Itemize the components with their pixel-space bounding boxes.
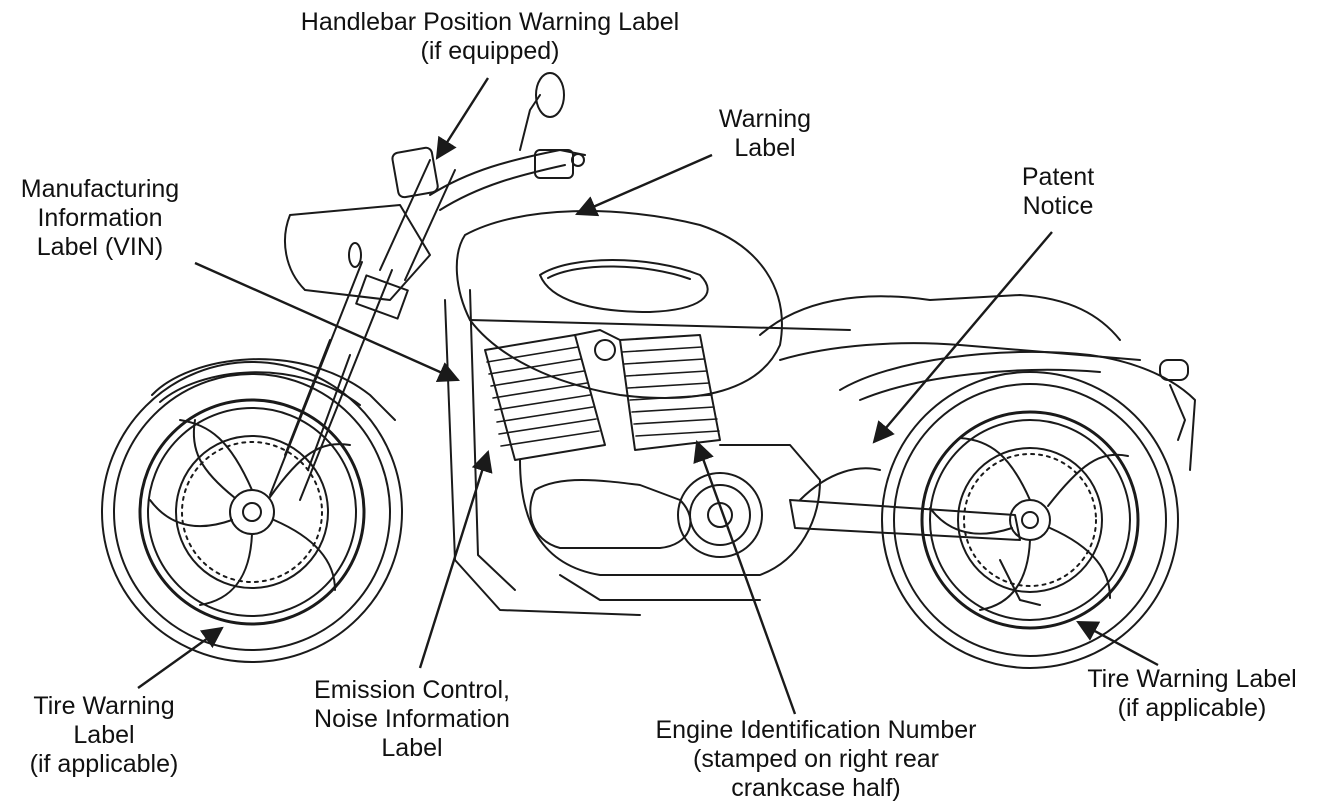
front-fork	[269, 159, 456, 501]
tire-warning-label-rear: Tire Warning Label (if applicable)	[1087, 665, 1297, 722]
frame-downtube	[444, 299, 641, 616]
warning-label-arrow	[575, 153, 713, 217]
handlebar-position-warning-label: Handlebar Position Warning Label (if equ…	[300, 8, 680, 65]
tire-front-arrow	[137, 626, 224, 689]
manufacturing-information-label: Manufacturing Information Label (VIN)	[20, 175, 180, 261]
rear-wheel	[881, 371, 1179, 669]
mirror	[535, 72, 565, 118]
handlebar-label-arrow	[435, 77, 490, 160]
handlebar	[429, 149, 586, 196]
front-fender	[151, 358, 396, 421]
warning-label: Warning Label	[718, 105, 812, 162]
front-wheel	[101, 361, 403, 663]
tail-light	[1159, 359, 1189, 381]
instrument-pod	[391, 146, 439, 199]
emission-control-noise-information-label: Emission Control, Noise Information Labe…	[314, 676, 510, 762]
fuel-tank	[455, 210, 783, 399]
seat	[759, 294, 1121, 341]
rear-fender	[839, 350, 1196, 471]
headlight-cowl	[284, 204, 431, 301]
engine-identification-number: Engine Identification Number (stamped on…	[655, 716, 977, 802]
tire-warning-label-front: Tire Warning Label (if applicable)	[29, 692, 179, 778]
engine-id-arrow	[693, 439, 797, 715]
patent-notice-arrow	[872, 231, 1053, 444]
tire-rear-arrow	[1076, 620, 1159, 667]
swingarm	[789, 499, 1021, 541]
emission-label-arrow	[418, 449, 493, 669]
tank-badge	[539, 259, 709, 313]
patent-notice: Patent Notice	[1021, 163, 1095, 220]
vin-label-arrow	[194, 261, 460, 382]
